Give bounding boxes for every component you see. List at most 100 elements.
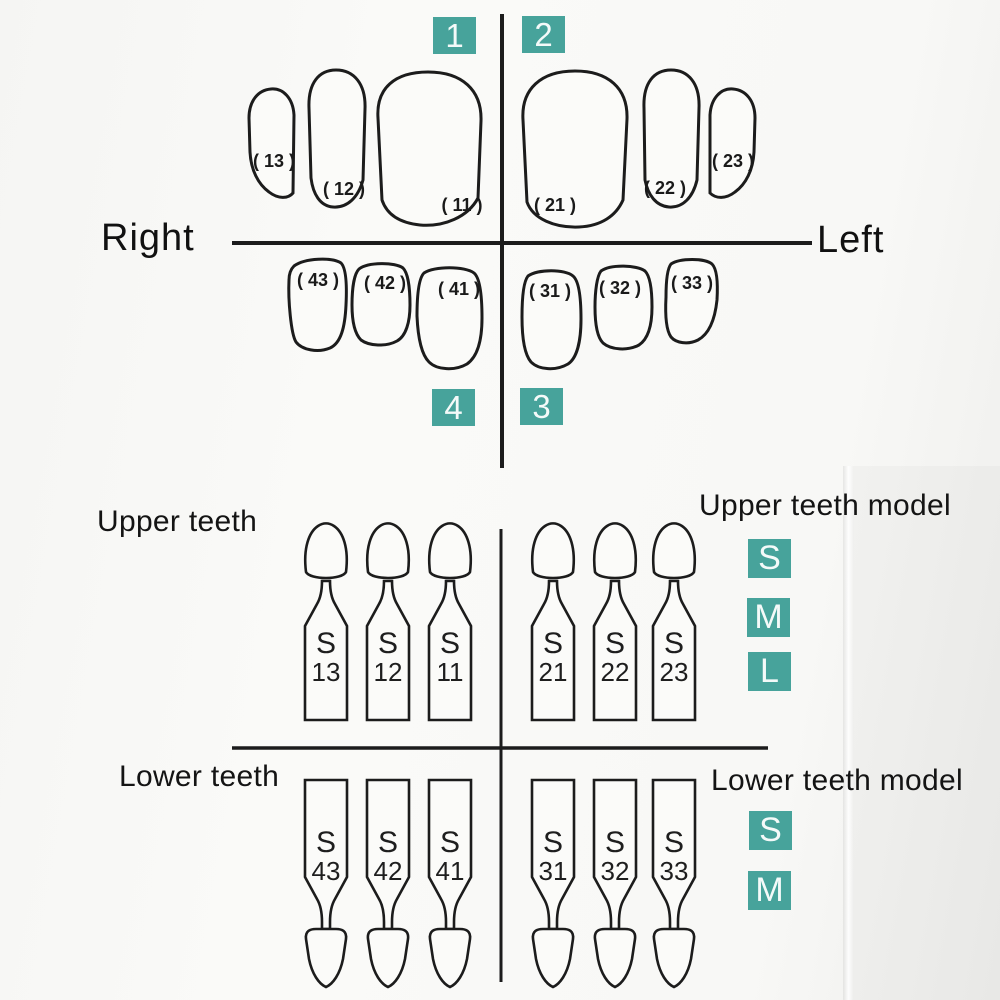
tooth-32-label: ( 32 )	[598, 278, 642, 298]
upper-teeth-model-label: Upper teeth model	[699, 489, 951, 522]
upper-teeth-label: Upper teeth	[97, 505, 258, 538]
quadrant-1-badge: 1	[433, 17, 476, 54]
tooth-23-outline	[708, 87, 757, 199]
applicator-22-label: S 22	[600, 627, 630, 687]
applicator-12-body	[365, 579, 411, 722]
applicator-size: S	[542, 627, 564, 660]
tooth-11-outline	[376, 70, 483, 227]
upper-model-size-l-badge: L	[748, 652, 791, 691]
tooth-13-label: ( 13 )	[252, 151, 296, 171]
applicator-tooth-number: 42	[373, 856, 403, 886]
tooth-12-label: ( 12 )	[322, 179, 366, 199]
applicator-size: S	[663, 826, 685, 859]
applicator-size: S	[604, 627, 626, 660]
tooth-41-label: ( 41 )	[437, 279, 481, 299]
size-letter: S	[758, 539, 781, 577]
quadrant-3-badge: 3	[520, 388, 563, 425]
applicator-12-cap	[365, 522, 411, 580]
applicator-23-body	[651, 579, 697, 722]
tooth-33-label: ( 33 )	[670, 273, 714, 293]
applicator-tooth-number: 32	[600, 856, 630, 886]
applicator-41-label: S 41	[435, 826, 465, 886]
tooth-21-label: ( 21 )	[533, 195, 577, 215]
quadrant-2-number: 2	[534, 15, 553, 53]
applicator-11-label: S 11	[436, 627, 464, 687]
applicator-23-cap	[651, 522, 697, 580]
tooth-41-outline	[415, 266, 484, 371]
tooth-43-label: ( 43 )	[296, 270, 340, 290]
applicator-21-body	[530, 579, 576, 722]
quadrant-3-number: 3	[532, 387, 551, 425]
applicator-21-label: S 21	[538, 627, 568, 687]
right-side-label: Right	[101, 217, 195, 259]
applicator-33-cap	[652, 927, 696, 989]
applicator-tooth-number: 21	[538, 657, 568, 687]
applicator-size: S	[315, 627, 337, 660]
size-letter: M	[754, 598, 783, 636]
applicator-size: S	[377, 826, 399, 859]
quadrant-4-badge: 4	[432, 389, 475, 426]
lower-teeth-model-label: Lower teeth model	[711, 764, 963, 797]
applicator-tooth-number: 41	[435, 856, 465, 886]
applicator-22-cap	[592, 522, 638, 580]
applicator-tooth-number: 13	[311, 657, 341, 687]
quadrant-1-number: 1	[445, 16, 464, 54]
applicator-22-body	[592, 579, 638, 722]
applicator-43-cap	[304, 927, 348, 989]
applicator-13-label: S 13	[311, 627, 341, 687]
tooth-11-label: ( 11 )	[441, 195, 483, 215]
tooth-22-label: ( 22 )	[643, 178, 687, 198]
applicator-size: S	[439, 627, 460, 660]
lower-model-size-m-badge: M	[748, 871, 791, 910]
applicator-size: S	[377, 627, 399, 660]
applicator-tooth-number: 22	[600, 657, 630, 687]
applicator-13-body	[303, 579, 349, 722]
applicator-42-cap	[366, 927, 410, 989]
applicator-size: S	[604, 826, 626, 859]
quadrant-2-badge: 2	[522, 16, 565, 53]
applicator-31-cap	[531, 927, 575, 989]
applicator-11-cap	[427, 522, 473, 580]
applicator-size: S	[315, 826, 337, 859]
applicator-tooth-number: 11	[436, 657, 464, 687]
tooth-13-outline	[247, 87, 296, 199]
applicator-tooth-number: 33	[659, 856, 689, 886]
applicator-size: S	[663, 627, 685, 660]
applicator-size: S	[439, 826, 461, 859]
applicator-21-cap	[530, 522, 576, 580]
tooth-43-outline	[287, 257, 348, 352]
upper-model-size-s-badge: S	[748, 539, 791, 578]
left-side-label: Left	[817, 219, 885, 261]
tooth-31-label: ( 31 )	[528, 281, 572, 301]
tooth-42-label: ( 42 )	[363, 273, 407, 293]
tooth-12-outline	[307, 68, 367, 209]
upper-model-size-m-badge: M	[747, 598, 790, 637]
applicator-tooth-number: 43	[311, 856, 341, 886]
size-letter: S	[759, 811, 782, 849]
applicator-11-body	[427, 579, 473, 722]
lower-teeth-label: Lower teeth	[119, 760, 280, 793]
applicator-tooth-number: 23	[659, 657, 689, 687]
applicator-23-label: S 23	[659, 627, 689, 687]
applicator-13-cap	[303, 522, 349, 580]
size-letter: L	[760, 652, 779, 690]
tooth-31-outline	[520, 269, 583, 371]
applicator-43-label: S 43	[311, 826, 341, 886]
size-letter: M	[755, 871, 784, 909]
tooth-33-outline	[664, 258, 719, 345]
tooth-32-outline	[593, 264, 654, 351]
applicator-31-label: S 31	[538, 826, 568, 886]
lower-model-size-s-badge: S	[749, 811, 792, 850]
tooth-23-label: ( 23 )	[711, 151, 755, 171]
applicator-33-label: S 33	[659, 826, 689, 886]
applicator-tooth-number: 12	[373, 657, 403, 687]
page-fold	[843, 466, 854, 1000]
applicator-size: S	[542, 826, 564, 859]
applicator-41-cap	[428, 927, 472, 989]
applicator-tooth-number: 31	[538, 856, 568, 886]
tooth-22-outline	[642, 68, 701, 209]
tooth-42-outline	[350, 262, 412, 347]
applicator-42-label: S 42	[373, 826, 403, 886]
